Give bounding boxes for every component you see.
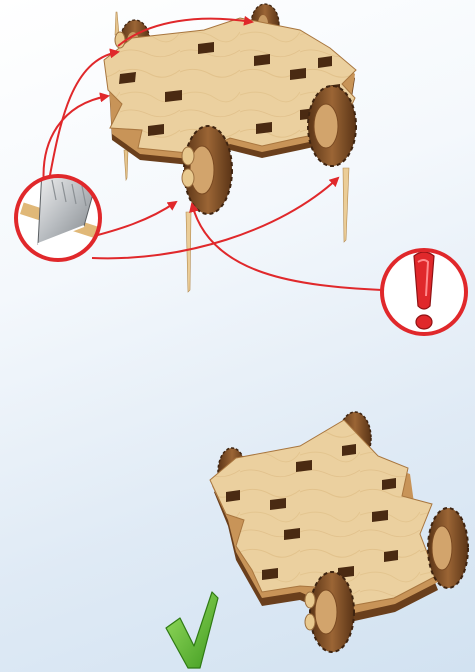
toothpick-front-left: [124, 150, 128, 180]
wheel-after-front-right: [428, 508, 468, 588]
warning-callout: [382, 250, 466, 334]
toothpick-front-right: [343, 168, 349, 242]
checkmark-icon: [166, 592, 218, 668]
knife-callout: [16, 170, 100, 260]
step-before-assembly: [16, 4, 466, 334]
arrow-from-warning: [192, 204, 382, 290]
arrow-to-left-side: [44, 96, 108, 186]
toothpick-front-center: [186, 212, 191, 292]
wheel-front-right: [308, 86, 356, 166]
toothpick-back-left: [115, 12, 119, 35]
wheel-after-front-center: [310, 572, 354, 652]
step-after-assembly: [210, 412, 468, 652]
